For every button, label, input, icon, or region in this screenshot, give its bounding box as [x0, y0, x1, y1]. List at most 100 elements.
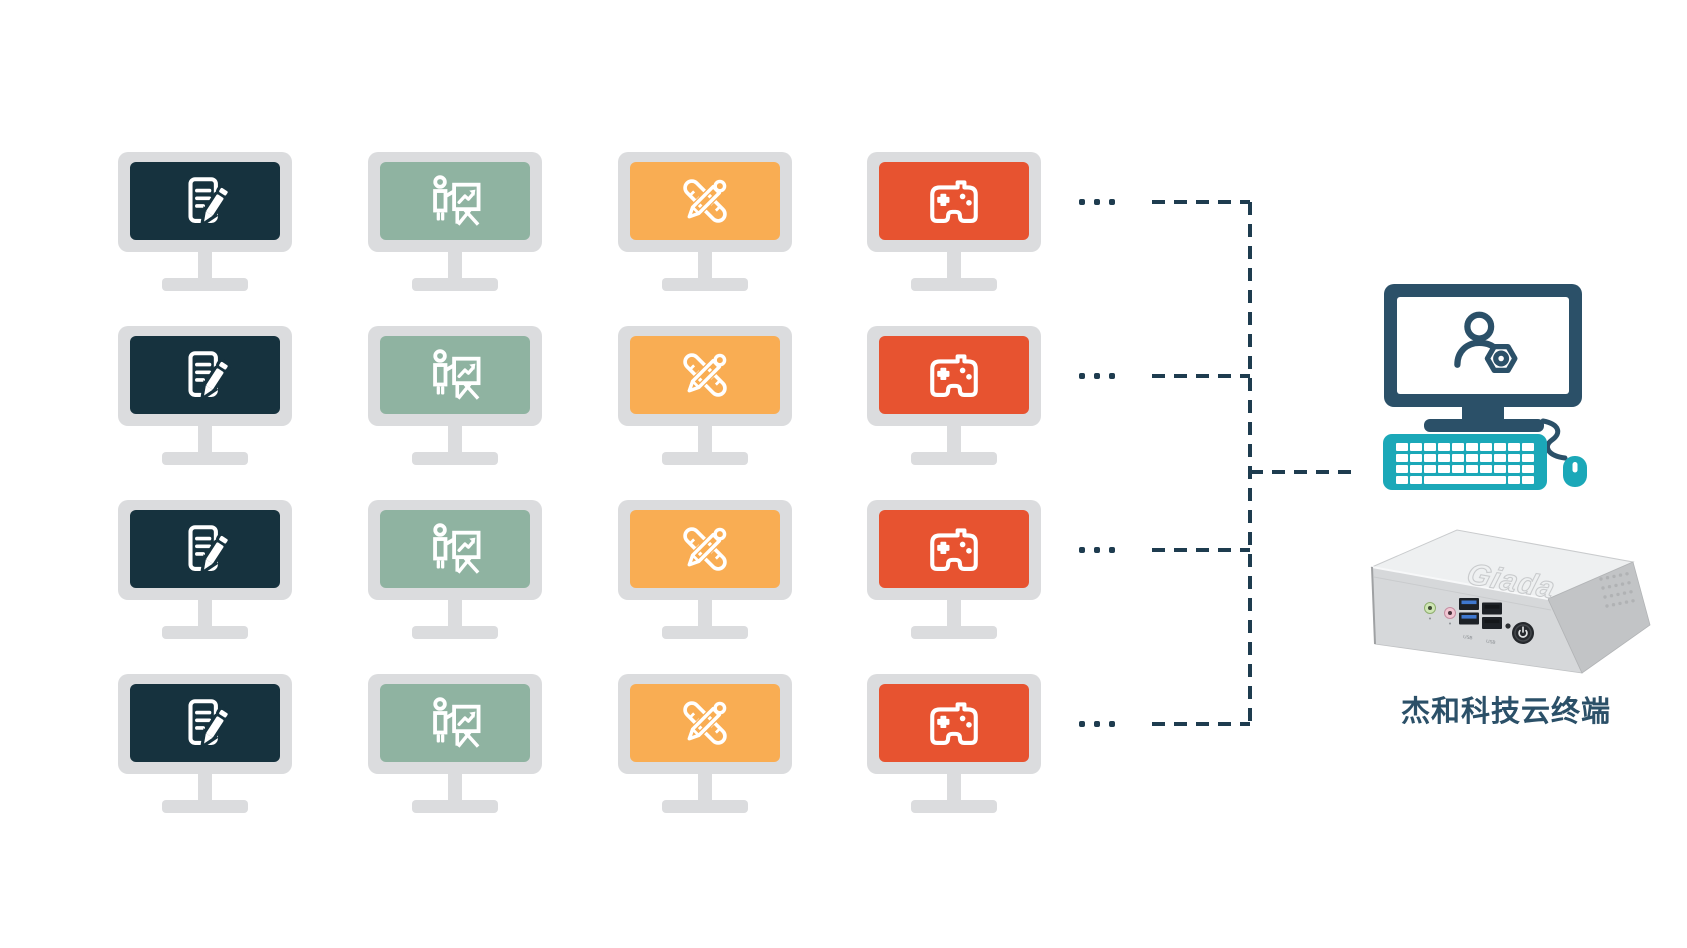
monitor-stand-neck — [947, 251, 961, 279]
monitor-stand-base — [662, 452, 748, 465]
monitor-stand-base — [162, 452, 248, 465]
power-led — [1505, 623, 1511, 629]
monitor-frame — [368, 152, 542, 252]
monitor-stand-base — [162, 800, 248, 813]
monitor-stand-base — [162, 626, 248, 639]
admin-monitor-stand-base — [1424, 419, 1544, 432]
monitor-stand-neck — [448, 425, 462, 453]
client-monitor-documents-row2 — [118, 326, 292, 466]
ellipsis-dots-row4 — [1079, 721, 1115, 727]
monitor-frame — [867, 500, 1041, 600]
presentation-chart-icon — [433, 175, 481, 226]
ellipsis-dots-row2 — [1079, 373, 1115, 379]
monitor-screen — [630, 684, 780, 762]
vent-holes — [1599, 572, 1635, 608]
client-monitor-gaming-row2 — [867, 326, 1041, 466]
monitor-frame — [368, 500, 542, 600]
client-monitor-documents-row4 — [118, 674, 292, 814]
client-monitor-presentation-row4 — [368, 674, 542, 814]
monitor-screen — [130, 684, 280, 762]
monitor-frame — [118, 674, 292, 774]
monitor-stand-base — [412, 452, 498, 465]
monitor-frame — [118, 152, 292, 252]
monitor-stand-base — [662, 626, 748, 639]
monitor-frame — [867, 152, 1041, 252]
monitor-screen — [879, 510, 1029, 588]
monitor-stand-neck — [198, 425, 212, 453]
monitor-frame — [867, 674, 1041, 774]
monitor-screen — [130, 510, 280, 588]
monitor-stand-neck — [698, 425, 712, 453]
monitor-screen — [380, 162, 530, 240]
monitor-stand-base — [662, 800, 748, 813]
user-gear-icon — [1454, 311, 1518, 373]
monitor-stand-neck — [448, 773, 462, 801]
client-monitor-presentation-row2 — [368, 326, 542, 466]
ruler-pencil-icon — [683, 178, 728, 223]
monitor-stand-base — [911, 626, 997, 639]
client-monitor-gaming-row3 — [867, 500, 1041, 640]
monitor-stand-neck — [947, 599, 961, 627]
keyboard-keys — [1396, 443, 1534, 484]
admin-monitor-stand-neck — [1462, 405, 1504, 421]
monitor-stand-base — [412, 800, 498, 813]
usb3-ports — [1459, 598, 1479, 625]
monitor-frame — [618, 500, 792, 600]
admin-monitor-screen — [1397, 297, 1569, 394]
client-monitor-presentation-row1 — [368, 152, 542, 292]
monitor-stand-neck — [698, 773, 712, 801]
client-monitor-documents-row3 — [118, 500, 292, 640]
usb2-ports — [1482, 602, 1502, 629]
power-button — [1512, 622, 1534, 644]
device-caption: 杰和科技云终端 — [1400, 696, 1611, 728]
document-pen-icon — [188, 177, 231, 229]
mouse-wheel — [1572, 462, 1578, 473]
monitor-stand-neck — [198, 599, 212, 627]
device-right-face — [1547, 561, 1651, 674]
ruler-pencil-icon — [683, 526, 728, 571]
monitor-stand-neck — [698, 251, 712, 279]
mouse-and-cable — [1540, 418, 1587, 487]
client-monitor-gaming-row4 — [867, 674, 1041, 814]
usb-port-label: USB — [1463, 634, 1473, 640]
device-front-ports: USB USB — [1424, 572, 1635, 645]
monitor-stand-base — [911, 452, 997, 465]
client-monitor-design-row2 — [618, 326, 792, 466]
ruler-pencil-icon — [683, 352, 728, 397]
monitor-screen — [130, 162, 280, 240]
client-monitor-design-row1 — [618, 152, 792, 292]
ellipsis-dots-row3 — [1079, 547, 1115, 553]
monitor-screen — [879, 162, 1029, 240]
monitor-frame — [618, 674, 792, 774]
monitor-stand-base — [412, 626, 498, 639]
ruler-pencil-icon — [683, 700, 728, 745]
monitor-frame — [118, 326, 292, 426]
monitor-stand-base — [162, 278, 248, 291]
monitor-frame — [867, 326, 1041, 426]
monitor-stand-neck — [698, 599, 712, 627]
gamepad-icon — [930, 180, 978, 223]
monitor-stand-base — [911, 278, 997, 291]
usb-port-label: USB — [1486, 639, 1496, 645]
gamepad-icon — [930, 354, 978, 397]
monitor-screen — [130, 336, 280, 414]
mouse-cable — [1540, 418, 1568, 461]
monitor-screen — [879, 684, 1029, 762]
monitor-frame — [368, 326, 542, 426]
presentation-chart-icon — [433, 523, 481, 574]
client-monitor-design-row3 — [618, 500, 792, 640]
monitor-frame — [118, 500, 292, 600]
monitor-stand-base — [412, 278, 498, 291]
monitor-stand-neck — [198, 773, 212, 801]
monitor-stand-neck — [198, 251, 212, 279]
monitor-stand-neck — [947, 773, 961, 801]
monitor-frame — [618, 152, 792, 252]
monitor-screen — [630, 510, 780, 588]
keyboard-icon — [1383, 434, 1547, 490]
document-pen-icon — [188, 525, 231, 577]
client-monitor-gaming-row1 — [867, 152, 1041, 292]
monitor-frame — [618, 326, 792, 426]
monitor-frame — [368, 674, 542, 774]
presentation-chart-icon — [433, 697, 481, 748]
